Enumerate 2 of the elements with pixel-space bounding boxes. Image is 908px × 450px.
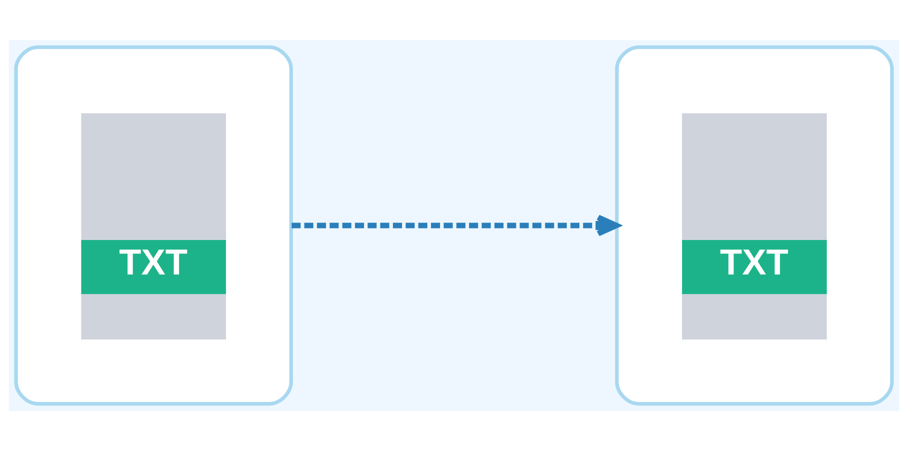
node-box: TXT (615, 44, 894, 406)
node-box: TXT (14, 44, 293, 406)
